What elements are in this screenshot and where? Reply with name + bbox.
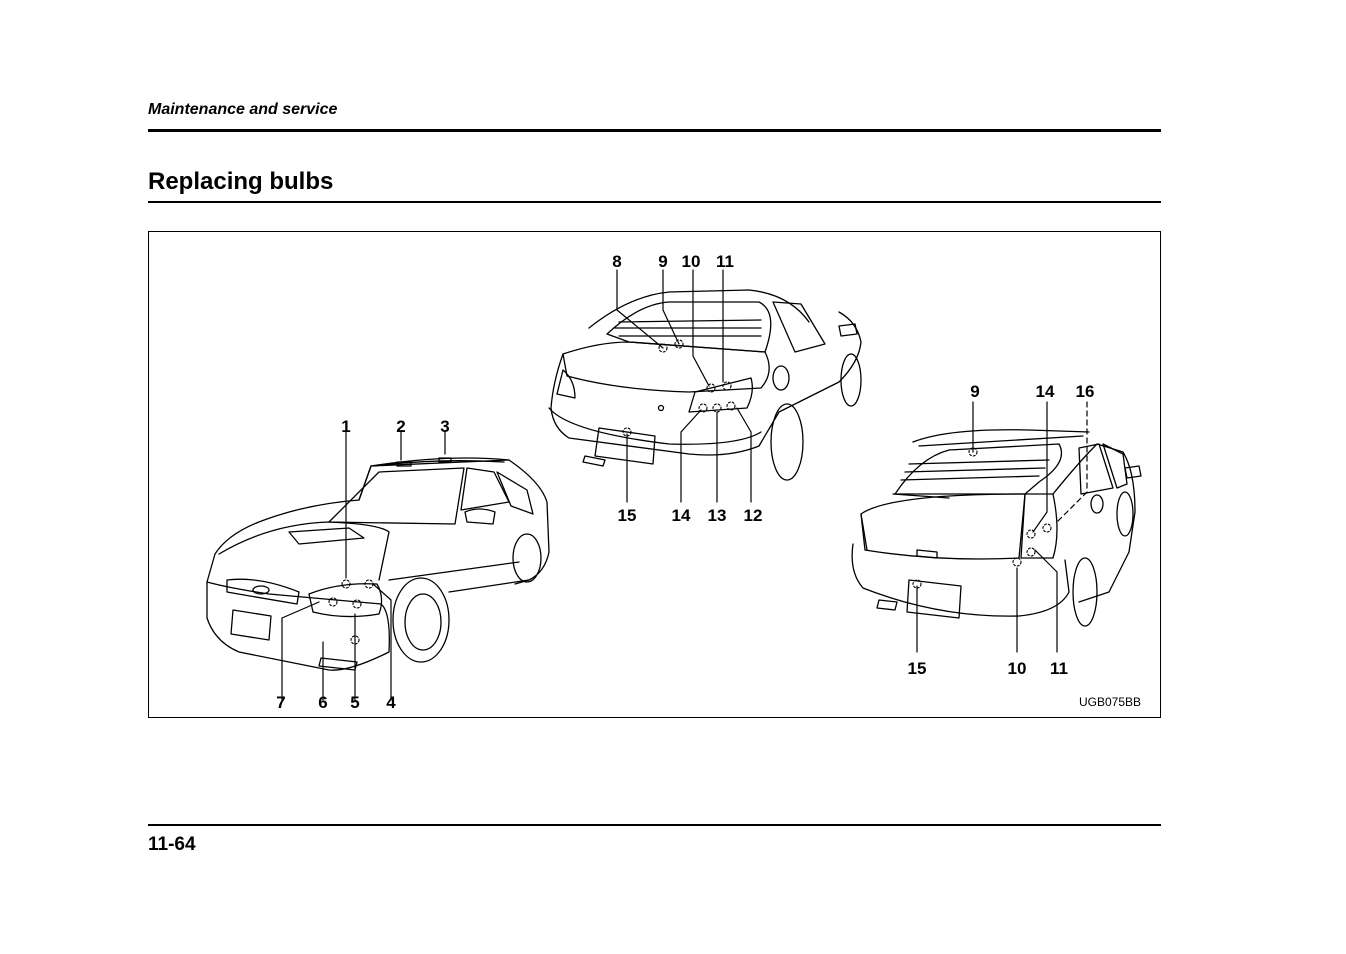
figure-code: UGB075BB — [1079, 695, 1141, 709]
callout-sedan-11: 11 — [716, 252, 734, 271]
bulb-location-figure: 1 2 3 4 5 6 7 8 9 10 11 12 13 14 15 9 14… — [148, 231, 1161, 718]
title-rule — [148, 201, 1161, 203]
wagon-rear-car-drawing — [851, 429, 1142, 627]
callout-front-1: 1 — [341, 417, 350, 436]
callout-wagon-10: 10 — [1008, 659, 1027, 678]
callout-sedan-8: 8 — [612, 252, 621, 271]
callout-sedan-10: 10 — [682, 252, 701, 271]
callout-front-5: 5 — [350, 693, 359, 712]
callout-sedan-15: 15 — [618, 506, 637, 525]
callout-front-4: 4 — [386, 693, 396, 712]
callout-sedan-13: 13 — [708, 506, 727, 525]
callout-wagon-15: 15 — [908, 659, 927, 678]
callout-front-7: 7 — [276, 693, 285, 712]
callout-sedan-14: 14 — [672, 506, 691, 525]
bulb-markers — [328, 339, 1052, 645]
callout-wagon-11: 11 — [1050, 659, 1068, 678]
page-title: Replacing bulbs — [148, 168, 334, 195]
callout-wagon-14: 14 — [1036, 382, 1055, 401]
section-label: Maintenance and service — [148, 101, 338, 118]
bulb-location-illustration: 1 2 3 4 5 6 7 8 9 10 11 12 13 14 15 9 14… — [206, 252, 1142, 712]
callout-leaders — [281, 269, 1088, 701]
callout-front-2: 2 — [396, 417, 405, 436]
callout-sedan-12: 12 — [744, 506, 763, 525]
header-rule — [148, 129, 1161, 132]
sedan-rear-car-drawing — [548, 289, 862, 481]
footer-rule — [148, 824, 1161, 826]
front-view-car-drawing — [206, 457, 550, 671]
page-number: 11-64 — [148, 834, 196, 855]
callout-sedan-9: 9 — [658, 252, 667, 271]
callout-wagon-16: 16 — [1076, 382, 1095, 401]
callout-front-6: 6 — [318, 693, 327, 712]
callout-wagon-9: 9 — [970, 382, 979, 401]
callout-front-3: 3 — [440, 417, 449, 436]
